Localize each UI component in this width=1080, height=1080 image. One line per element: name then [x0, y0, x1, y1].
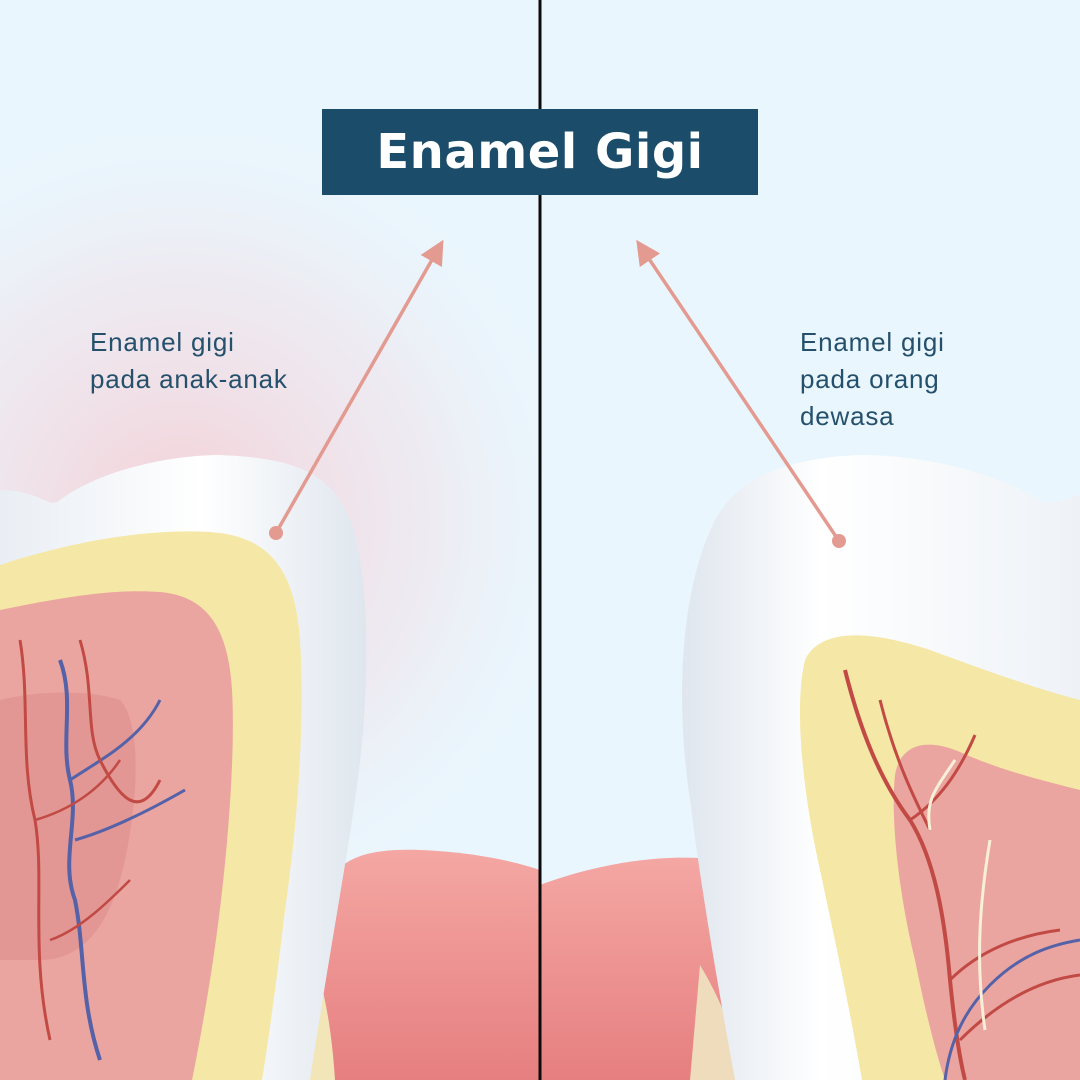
adult-pointer-dot — [832, 534, 846, 548]
child-vessel-red-branch — [34, 759, 131, 942]
adult-pulp — [893, 744, 1080, 1080]
title-banner: Enamel Gigi — [322, 109, 758, 195]
child-gum — [320, 849, 540, 1080]
child-pointer-dot — [269, 526, 283, 540]
adult-pointer — [636, 239, 846, 548]
child-nerve-blue-branch — [69, 699, 186, 842]
child-vessel-red — [18, 639, 162, 1041]
title-text: Enamel Gigi — [376, 124, 704, 180]
child-pointer-line — [274, 239, 444, 534]
adult-pointer-line — [636, 239, 841, 542]
adult-label-line-3: dewasa — [800, 401, 895, 431]
child-enamel-label: Enamel gigi pada anak-anak — [90, 324, 288, 398]
adult-enamel-label: Enamel gigi pada orang dewasa — [800, 324, 945, 435]
adult-nerve-blue — [943, 938, 1080, 1080]
child-pointer — [269, 239, 444, 540]
child-nerve-blue — [58, 659, 102, 1061]
child-label-line-2: pada anak-anak — [90, 364, 288, 394]
adult-label-line-1: Enamel gigi — [800, 327, 945, 357]
child-label-line-1: Enamel gigi — [90, 327, 235, 357]
child-tooth — [0, 455, 540, 1080]
adult-label-line-2: pada orang — [800, 364, 940, 394]
adult-vessel-red-branch — [878, 699, 1080, 1042]
adult-nerve-white — [927, 759, 992, 1031]
adult-gum — [540, 857, 740, 1080]
adult-tooth — [540, 455, 1080, 1080]
